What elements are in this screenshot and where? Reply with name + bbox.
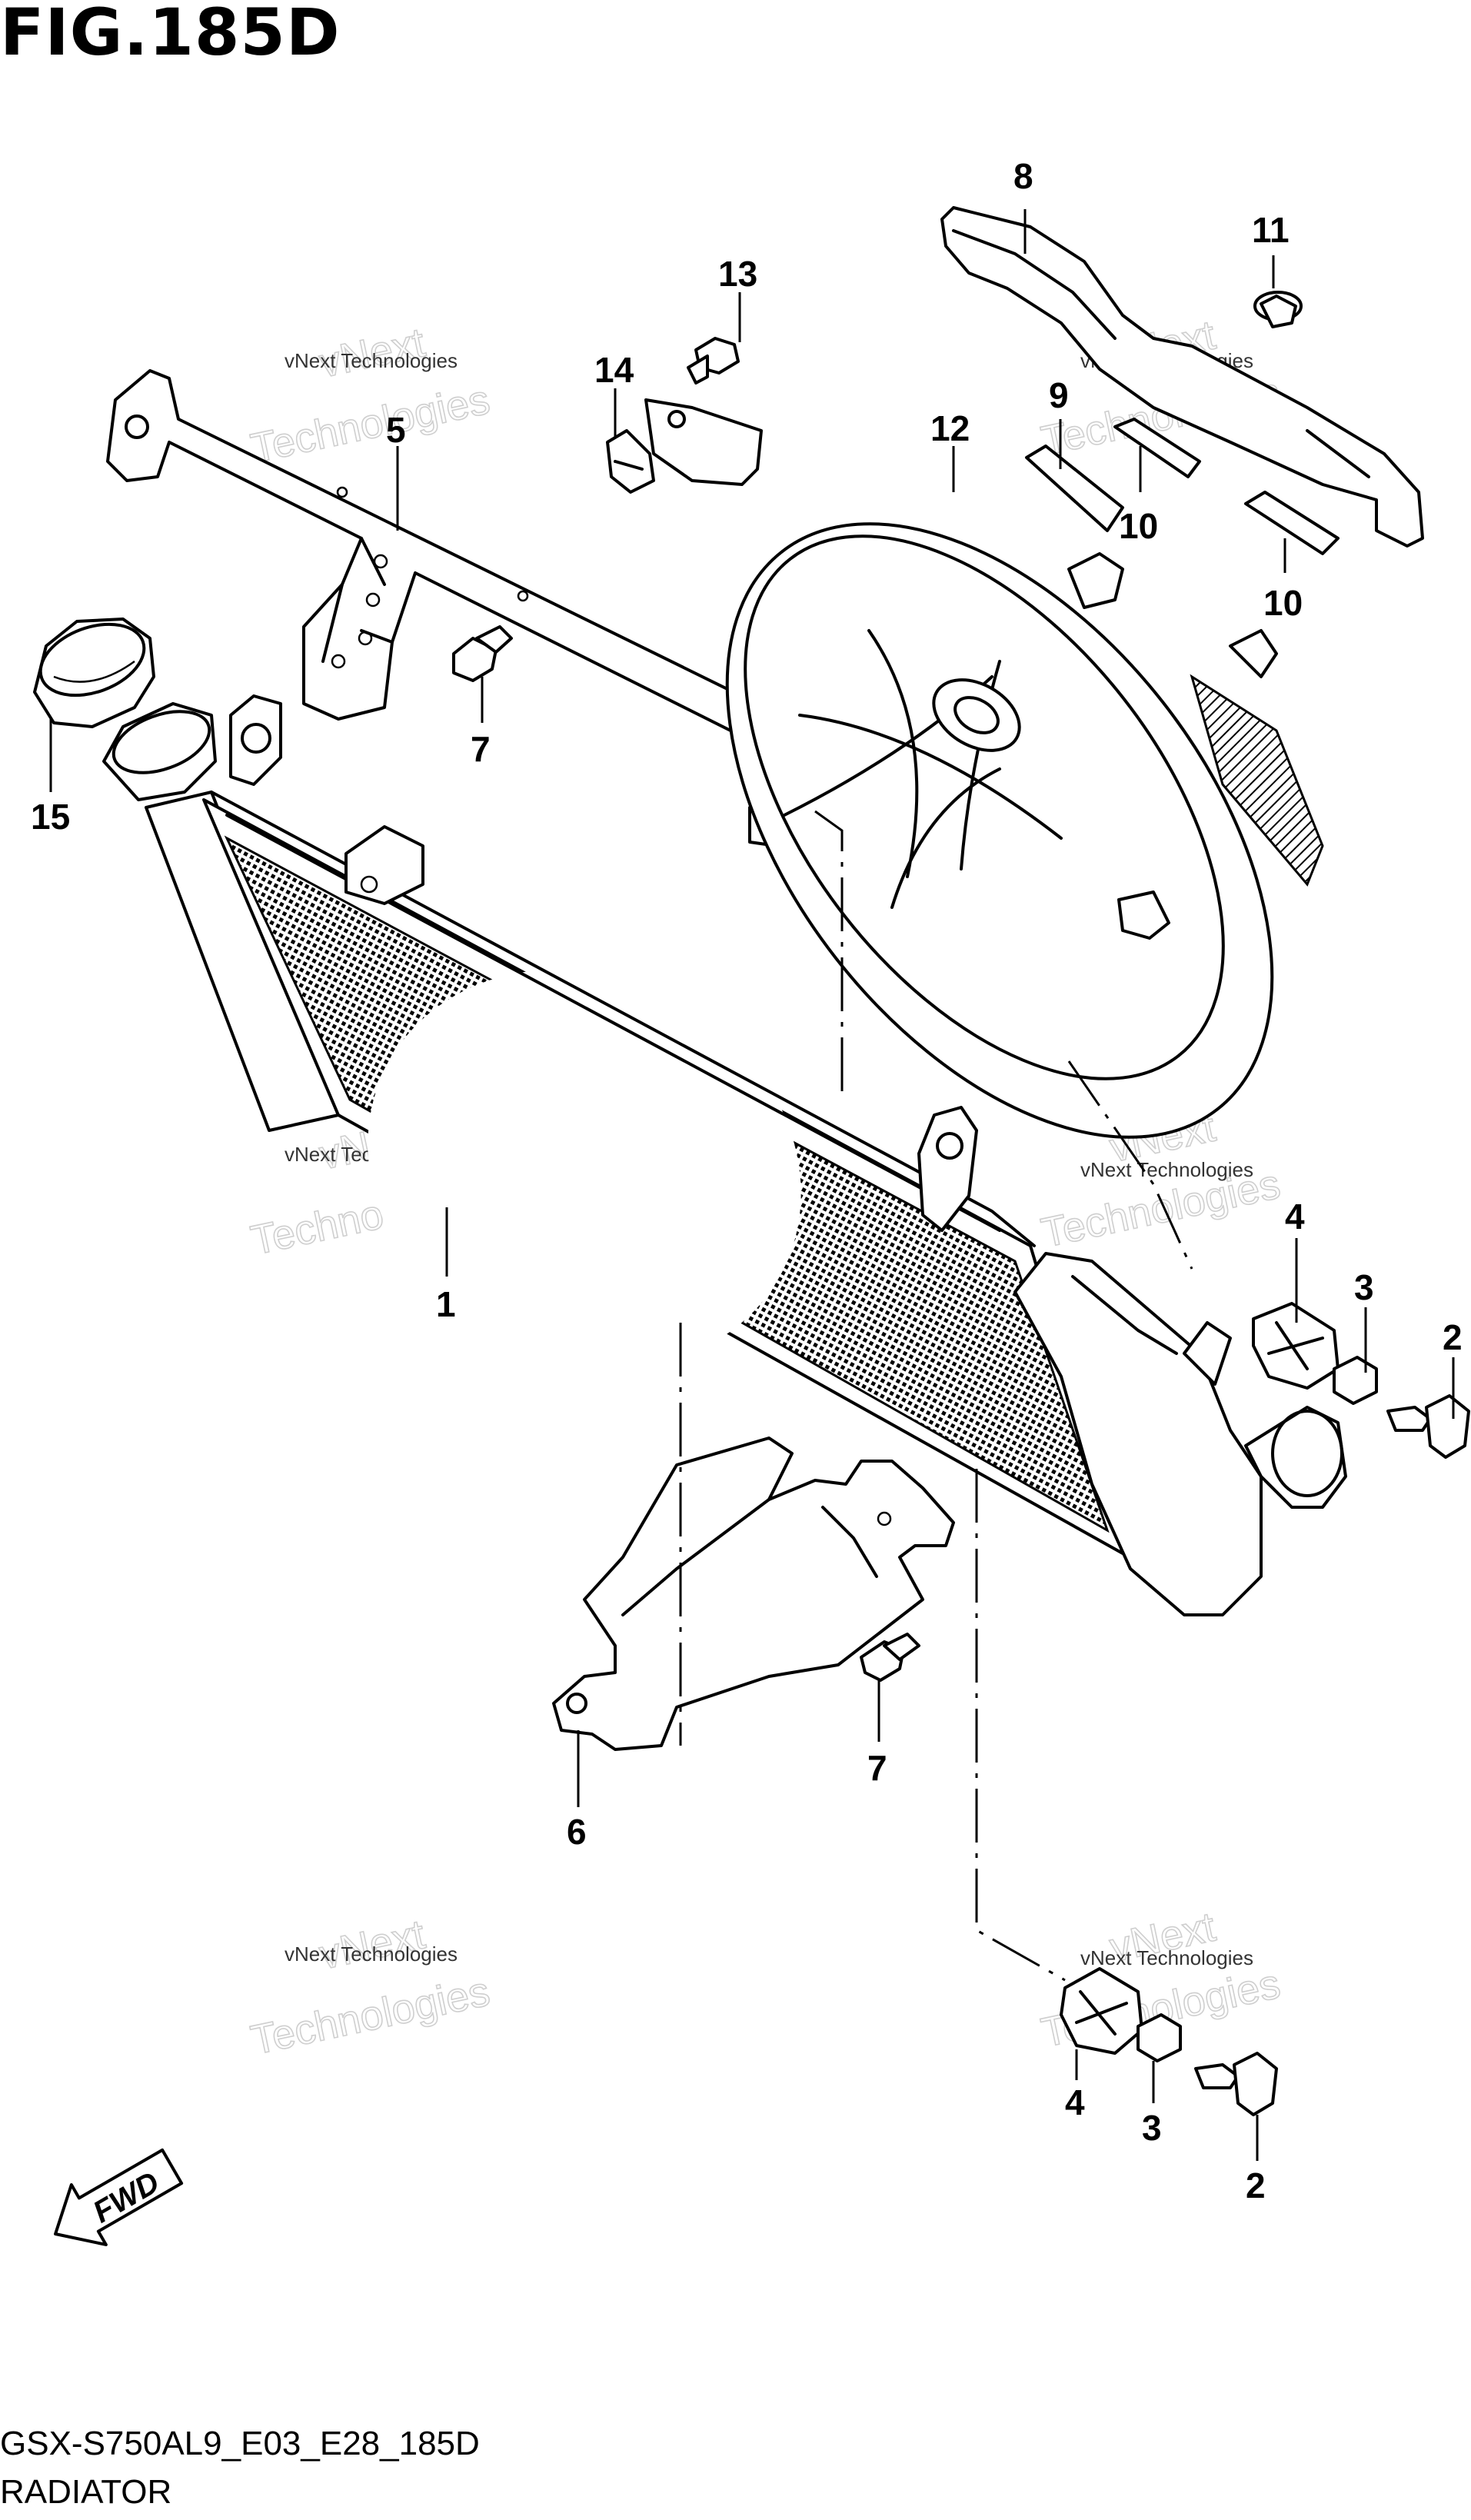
part-grommet xyxy=(1253,291,1303,328)
part-shroud-bracket xyxy=(940,206,1424,548)
part-tapes xyxy=(1025,418,1340,555)
part-collar-upper xyxy=(1333,1356,1378,1405)
callout-2-lower: 2 xyxy=(1246,2165,1266,2205)
part-cooling-fan xyxy=(644,398,1324,1139)
watermark-bottom-left: vNext Technologies vNext Technologies xyxy=(246,1911,494,2065)
fwd-arrow: FWD xyxy=(54,2148,184,2246)
part-bolt-7-lower xyxy=(860,1633,920,1682)
callout-1: 1 xyxy=(436,1284,456,1324)
callout-15: 15 xyxy=(31,797,70,837)
diagram-code: GSX-S750AL9_E03_E28_185D xyxy=(0,2425,480,2462)
part-bolt-7-upper xyxy=(452,625,513,682)
callout-7-upper: 7 xyxy=(471,729,491,769)
callout-3-upper: 3 xyxy=(1354,1267,1374,1307)
figure-title: FIG.185D xyxy=(0,0,341,70)
diagram-name: RADIATOR xyxy=(0,2473,172,2511)
part-bolt-13 xyxy=(687,337,740,384)
watermark-top-left: vNext Technologies vNext Technologies xyxy=(246,319,494,473)
callout-9: 9 xyxy=(1049,375,1069,415)
callout-5: 5 xyxy=(386,410,406,450)
leader-lines xyxy=(49,209,1455,2161)
callout-3-lower: 3 xyxy=(1142,2108,1162,2148)
svg-text:vNext Technologies: vNext Technologies xyxy=(285,1942,458,1966)
part-rubber-mount-upper xyxy=(1252,1302,1340,1390)
part-lower-guard xyxy=(552,1436,955,1751)
part-bolt-upper xyxy=(1386,1394,1470,1459)
callout-14: 14 xyxy=(594,350,634,390)
callout-10-upper: 10 xyxy=(1119,506,1158,546)
callout-4-upper: 4 xyxy=(1285,1197,1305,1237)
callout-2-upper: 2 xyxy=(1443,1317,1463,1357)
callout-12: 12 xyxy=(930,408,970,448)
part-rubber-mount-lower xyxy=(1060,1967,1143,2055)
svg-text:Technologies: Technologies xyxy=(247,376,494,471)
part-clamp-nut xyxy=(606,429,655,494)
svg-text:vNext Technologies: vNext Technologies xyxy=(285,349,458,372)
callout-13: 13 xyxy=(718,254,757,294)
part-radiator-cap xyxy=(33,618,155,728)
part-collar-lower xyxy=(1137,2013,1182,2062)
callout-7-lower: 7 xyxy=(867,1748,887,1788)
part-bolt-lower xyxy=(1194,2052,1278,2116)
callout-11: 11 xyxy=(1252,210,1290,250)
svg-text:vNext Technologies: vNext Technologies xyxy=(1080,1946,1253,1969)
callout-8: 8 xyxy=(1013,156,1033,196)
part-radiator xyxy=(102,694,1347,1616)
callout-labels: 8 11 13 14 5 12 9 10 10 7 15 1 4 3 2 7 6… xyxy=(31,156,1463,2205)
center-lines xyxy=(679,810,1193,1982)
callout-10-lower: 10 xyxy=(1263,583,1303,623)
callout-6: 6 xyxy=(567,1812,587,1852)
svg-text:Technologies: Technologies xyxy=(247,1968,494,2063)
svg-text:vNext Technologies: vNext Technologies xyxy=(1080,1158,1253,1181)
callout-4-lower: 4 xyxy=(1065,2082,1085,2122)
